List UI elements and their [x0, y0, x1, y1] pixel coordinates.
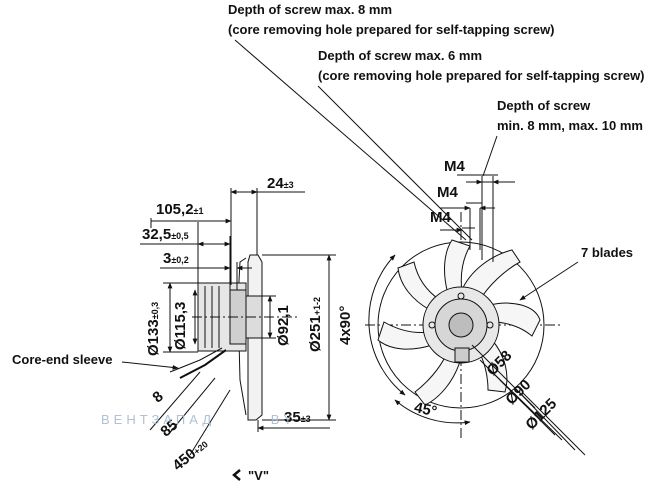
view-marker-arrow [234, 470, 240, 480]
mount-hole-1 [458, 293, 464, 299]
note-screw-depth-line2: min. 8 mm, max. 10 mm [497, 118, 643, 133]
dim-d115-3: Ø115,3 [172, 301, 189, 350]
note-screw-8-line1: Depth of screw max. 8 mm [228, 2, 392, 17]
blades-leader [519, 262, 578, 300]
note1-leader [235, 40, 466, 240]
dim-d251: Ø251+1-2 [307, 297, 324, 352]
view-v-label: "V" [248, 468, 269, 483]
note-screw-6-line1: Depth of screw max. 6 mm [318, 48, 482, 63]
arc-45 [394, 399, 471, 426]
mount-hole-3 [429, 322, 435, 328]
core-sleeve-leader [122, 362, 179, 370]
cable-outlet [455, 348, 469, 362]
dim-3: 3±0,2 [163, 250, 189, 267]
dim-35: 35±3 [284, 409, 311, 426]
thread-m4-a: M4 [444, 158, 465, 175]
cable-path [180, 350, 226, 378]
dim-d133: Ø133±0,3 [145, 301, 162, 356]
watermark: ВЕНТЗАПАД BY [101, 412, 297, 427]
note3-leader [483, 136, 497, 176]
seven-blades-label: 7 blades [581, 245, 634, 260]
dim-d92-1: Ø92,1 [275, 305, 292, 346]
note2-leader [318, 86, 472, 240]
core-end-sleeve-label: Core-end sleeve [12, 352, 113, 367]
thread-m4-b: M4 [437, 184, 458, 201]
mount-hole-2 [487, 322, 493, 328]
dim-32-5: 32,5±0,5 [142, 226, 189, 243]
side-view [122, 188, 336, 455]
dim-105-2: 105,2±1 [156, 201, 204, 218]
cable-path-2 [170, 348, 222, 372]
rotor-core [449, 313, 473, 337]
arc-4x90 [369, 254, 406, 395]
thread-m4-c: M4 [430, 209, 451, 226]
note-screw-depth-line1: Depth of screw [497, 98, 591, 113]
dim-24: 24±3 [267, 175, 294, 192]
note-screw-8-line2: (core removing hole prepared for self-ta… [228, 22, 555, 37]
angle-45: 45° [412, 399, 439, 421]
front-view [235, 40, 585, 455]
angle-4x90: 4x90° [337, 305, 354, 345]
note-screw-6-line2: (core removing hole prepared for self-ta… [318, 68, 645, 83]
